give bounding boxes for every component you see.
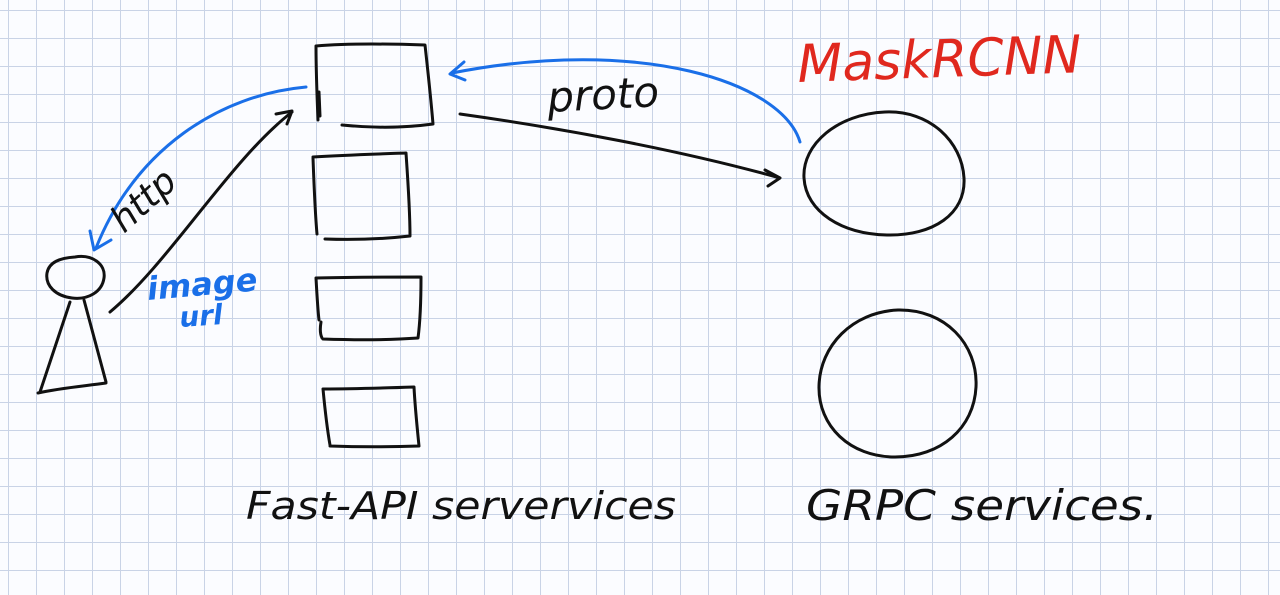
fastapi-box-3 xyxy=(314,275,423,342)
fastapi-services-label: Fast-API servervices xyxy=(246,484,676,528)
url-label: url xyxy=(178,298,224,334)
fastapi-box-1 xyxy=(314,42,435,129)
maskrcnn-label: MaskRCNN xyxy=(796,25,1082,95)
fastapi-box-group xyxy=(311,42,435,449)
arrow-group xyxy=(88,58,802,314)
grpc-circle-group xyxy=(802,110,978,459)
grpc-to-fastapi-arrow xyxy=(448,58,802,144)
client-to-fastapi-arrow xyxy=(108,109,294,314)
stick-figure-body xyxy=(36,298,108,395)
proto-label: proto xyxy=(545,67,660,122)
grpc-circle-second xyxy=(817,308,978,459)
fastapi-to-client-arrow xyxy=(88,85,308,252)
stick-figure-head xyxy=(45,254,106,300)
fastapi-box-4 xyxy=(321,385,421,449)
client-stick-figure xyxy=(36,254,108,395)
grpc-services-label: GRPC services. xyxy=(806,481,1158,530)
http-label: http xyxy=(103,161,185,241)
fastapi-box-2 xyxy=(311,151,412,241)
fastapi-to-grpc-arrow xyxy=(458,112,782,188)
grpc-circle-maskrcnn xyxy=(802,110,966,237)
